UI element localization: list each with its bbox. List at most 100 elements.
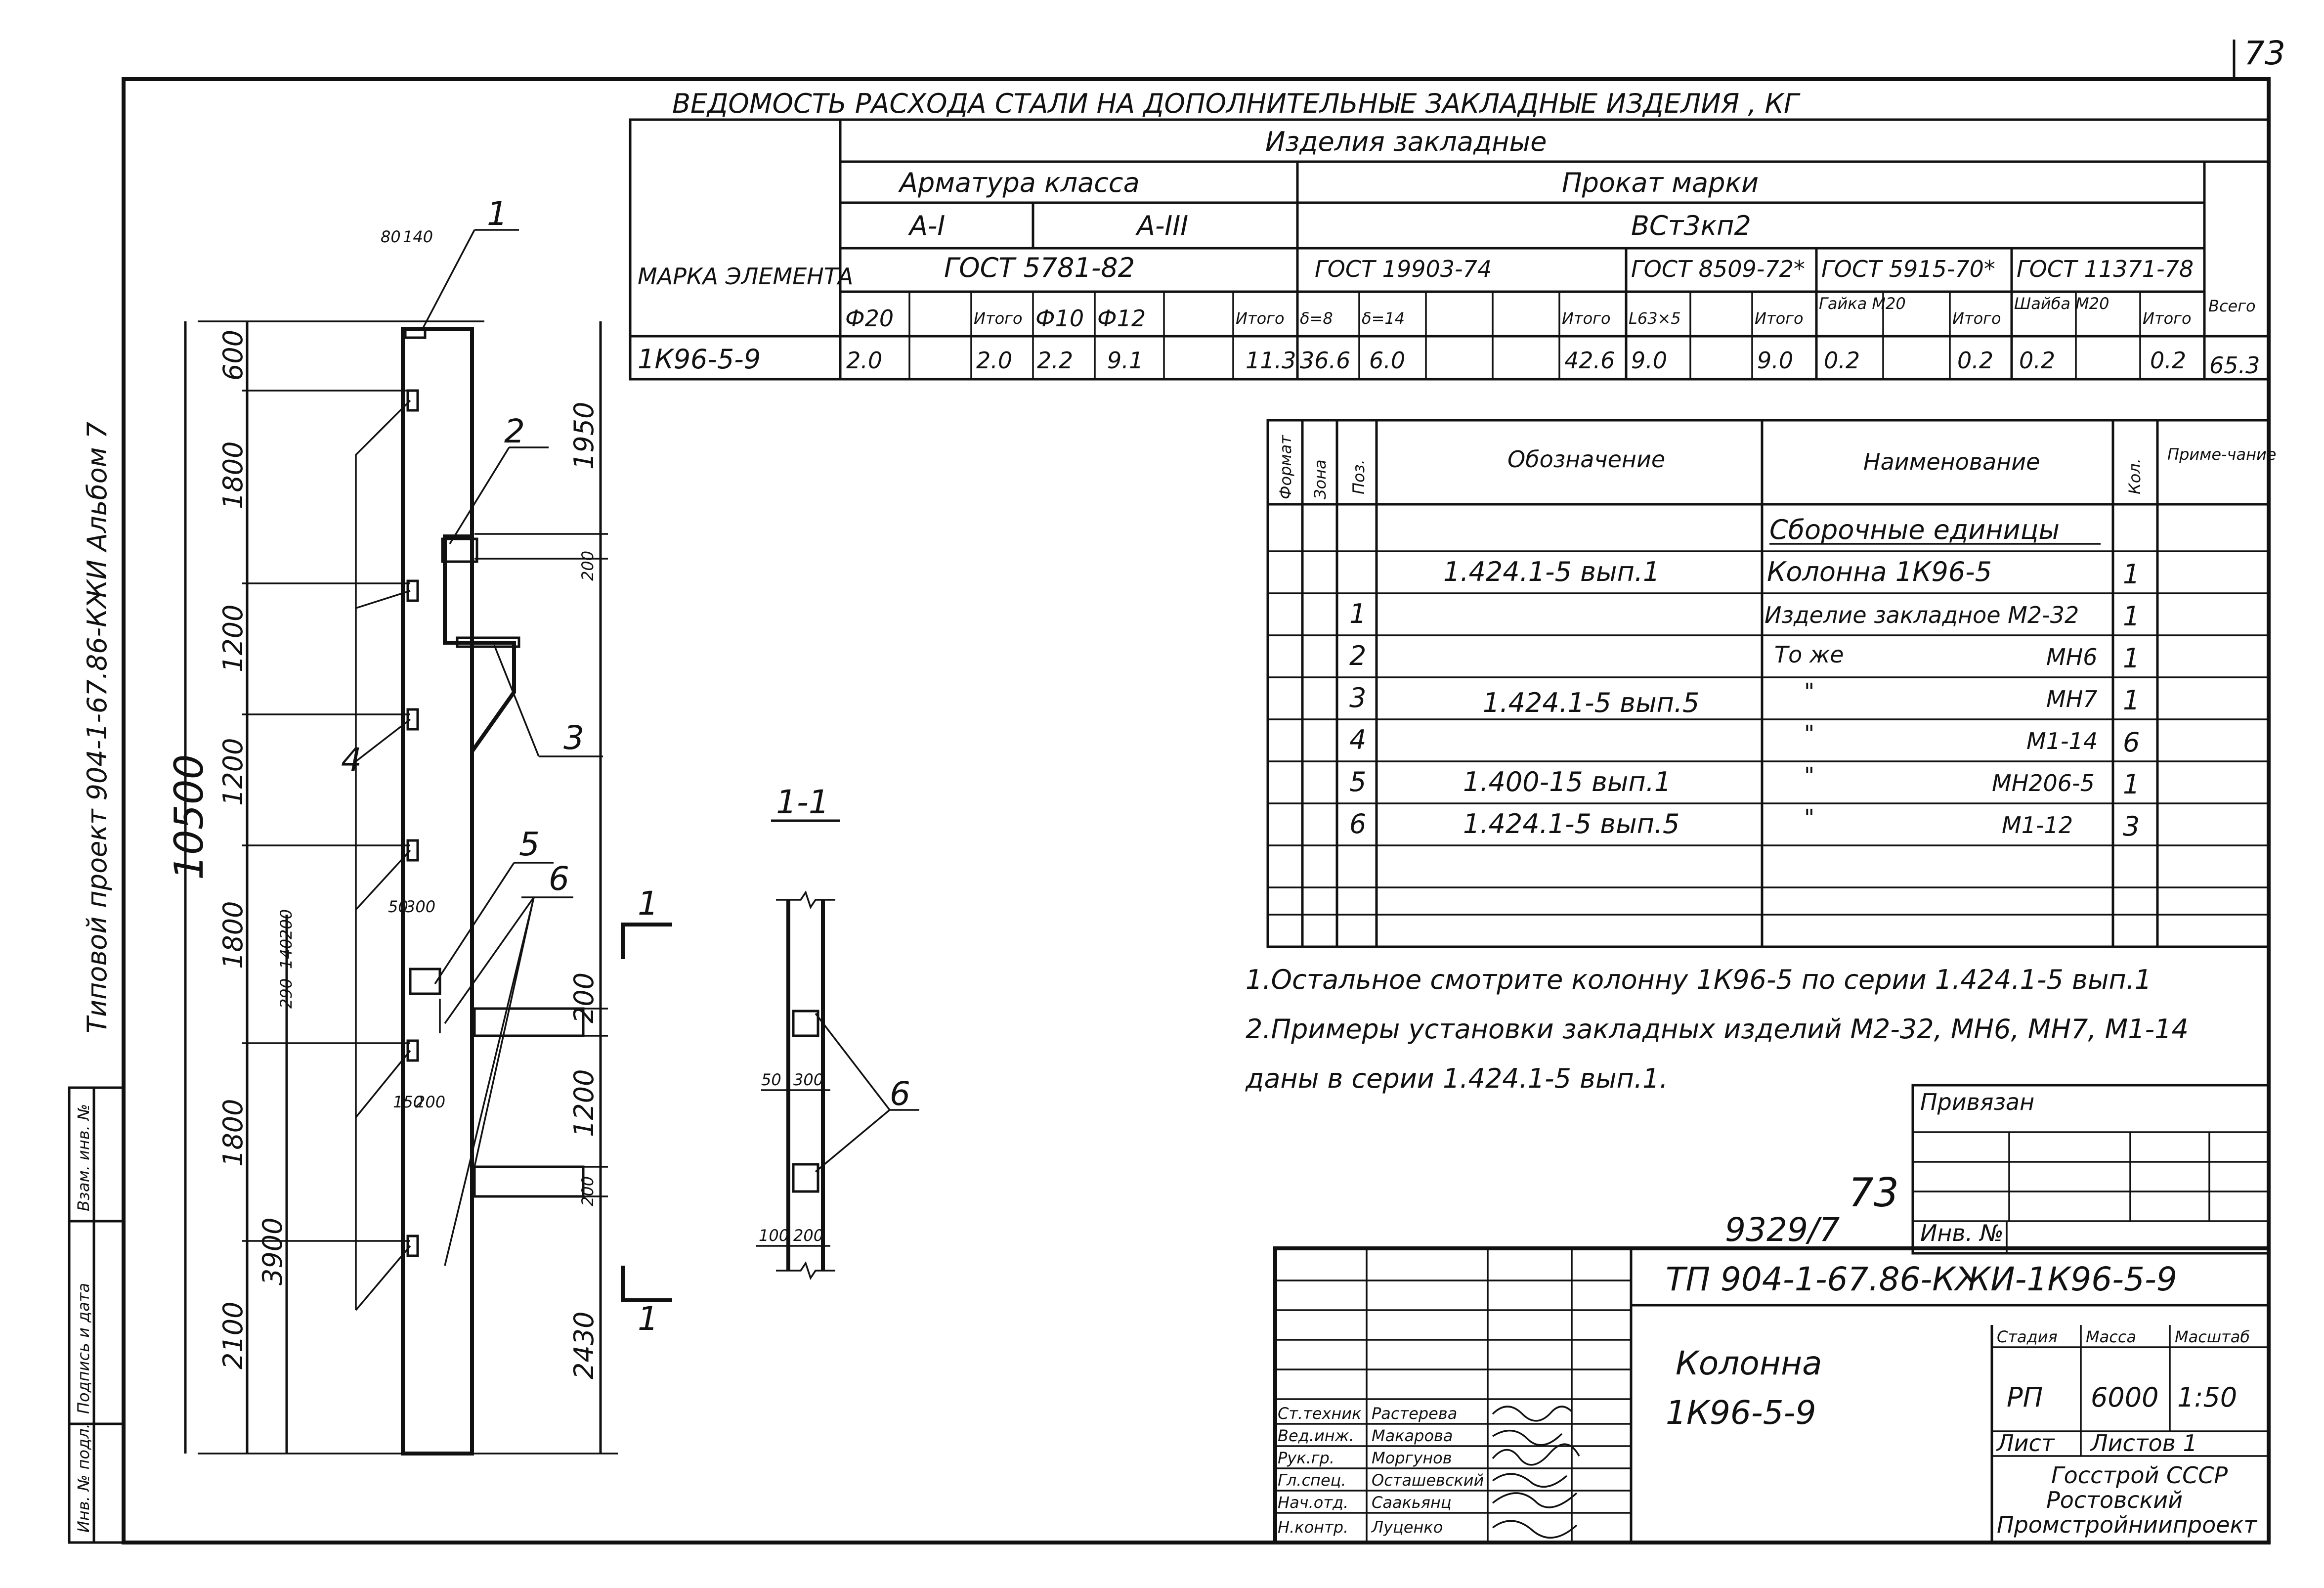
name-2: Моргунов [1372,1449,1452,1467]
cell-l63: 9.0 [1631,347,1667,374]
spec-row-3-qty: 1 [2123,643,2140,674]
dim-left-1: 1800 [217,441,249,509]
group-title: Изделия закладные [1265,126,1547,157]
org-line-3: Промстройниипроект [1997,1511,2257,1538]
dim-right-5: 2430 [568,1312,600,1379]
dim-left-5: 1800 [217,1099,249,1167]
note-1: 1.Остальное смотрите колонну 1К96-5 по с… [1246,964,2152,995]
role-2: Рук.гр. [1278,1449,1334,1467]
dim-left-3: 1200 [217,738,249,806]
callout-2: 2 [504,412,525,450]
dim-small-150: 150 [393,1093,423,1111]
dim-small-200b: 200 [415,1093,445,1111]
h-name: Наименование [1863,448,2040,475]
name-3: Осташевский [1372,1471,1484,1490]
spec-row-1-name: Колонна 1К96-5 [1767,556,1992,587]
role-0: Ст.техник [1278,1404,1362,1423]
gost-3: ГОСТ 5915-70* [1821,256,1995,282]
spec-row-4-pos: 3 [1349,682,1366,713]
section-dim-200: 200 [793,1226,823,1245]
spec-row-6-name: " [1804,762,1814,789]
h-l63: L63×5 [1629,309,1681,328]
stage-label: Стадия [1997,1327,2058,1346]
note-2: 2.Примеры установки закладных изделий М2… [1246,1014,2189,1045]
dim-small-200: 200 [277,909,296,939]
callout-6: 6 [549,860,569,898]
scale-label: Масштаб [2175,1327,2250,1346]
dim-left-0: 600 [217,330,249,381]
dim-small-300: 300 [405,897,435,916]
h-itogo-4: Итого [1755,309,1804,328]
h-itogo-6: Итого [2143,309,2192,328]
spec-row-1-designation: 1.424.1-5 вып.1 [1443,556,1660,587]
h-itogo-1: Итого [974,309,1023,328]
org-line-1: Госстрой СССР [2051,1462,2228,1489]
spec-row-5-qty: 6 [2123,727,2140,758]
cell-itogo-4: 9.0 [1757,347,1793,374]
gost-4: ГОСТ 11371-78 [2017,256,2194,282]
dim-right-2: 200 [568,972,600,1023]
total-header: Всего [2208,297,2256,315]
dim-left-4: 1800 [217,901,249,969]
name-0: Растерева [1372,1404,1457,1423]
inv-no-label: Инв. № [1920,1220,2004,1246]
spec-row-5-name: " [1804,720,1814,747]
spec-row-4-designation: 1.424.1-5 вып.5 [1483,687,1699,718]
dim-small-50: 50 [388,897,408,916]
note-3: даны в серии 1.424.1-5 вып.1. [1245,1063,1668,1094]
h-itogo-2: Итого [1236,309,1285,328]
dim-small-140: 140 [403,227,433,246]
spec-row-7-name: " [1804,804,1814,831]
spec-row-2-qty: 1 [2123,601,2140,632]
col-element-header: МАРКА ЭЛЕМЕНТА [638,263,853,290]
spec-row-4-name: " [1804,678,1814,705]
dim-small-80: 80 [381,227,401,246]
h-qty: Кол. [2125,458,2144,494]
role-5: Н.контр. [1278,1518,1348,1537]
spec-row-6-designation: 1.400-15 вып.1 [1463,766,1671,797]
spec-row-5-pos: 4 [1349,724,1366,755]
dim-left-2: 1200 [217,605,249,672]
h-itogo-3: Итого [1562,309,1611,328]
spec-row-6-qty: 1 [2123,769,2140,800]
rebar-gost: ГОСТ 5781-82 [944,252,1135,283]
name-4: Саакьянц [1372,1493,1452,1512]
h-itogo-5: Итого [1952,309,2001,328]
cell-itogo-6: 0.2 [2150,347,2186,374]
cell-f10: 2.2 [1037,347,1073,374]
object-title: Колонна [1676,1344,1822,1382]
dim-right-1: 200 [578,551,597,581]
dim-total: 10500 [166,754,212,881]
mass-label: Масса [2086,1327,2136,1346]
strip-inv-label: Инв. № подл. [74,1423,93,1533]
cell-d8: 36.6 [1300,347,1350,374]
name-5: Луценко [1371,1518,1443,1537]
spec-row-7-qty: 3 [2123,811,2140,842]
rebar-title: Арматура класса [898,167,1140,198]
row-mark: 1К96-5-9 [638,344,761,375]
spec-row-2-pos: 1 [1349,598,1366,629]
h-d8: δ=8 [1300,309,1333,328]
scale-value: 1:50 [2177,1382,2237,1413]
h-f10: Ф10 [1035,305,1084,332]
cell-itogo-1: 2.0 [976,347,1012,374]
section-callout-6: 6 [890,1075,910,1113]
gost-2: ГОСТ 8509-72* [1631,256,1805,282]
section-1-1: 1-1 6 50 300 100 200 [756,783,919,1280]
rolled-grade: ВСт3кп2 [1631,210,1751,241]
callout-4: 4 [341,741,362,779]
object-mark: 1К96-5-9 [1666,1394,1816,1432]
dim-right-0: 1950 [568,402,600,470]
cell-f12: 9.1 [1107,347,1143,374]
spec-row-5-mark: М1-14 [2026,728,2098,754]
h-washer: Шайба М20 [2014,294,2109,313]
spec-row-3-pos: 2 [1349,640,1366,671]
spec-row-6-pos: 5 [1349,766,1366,797]
spec-row-7-designation: 1.424.1-5 вып.5 [1463,808,1679,839]
cell-itogo-2: 11.3 [1246,347,1296,374]
rebar-a3: А-III [1135,210,1188,241]
dim-left-6: 2100 [217,1302,249,1369]
gost-1: ГОСТ 19903-74 [1315,256,1492,282]
spec-row-2-name: Изделие закладное М2-32 [1765,602,2079,628]
